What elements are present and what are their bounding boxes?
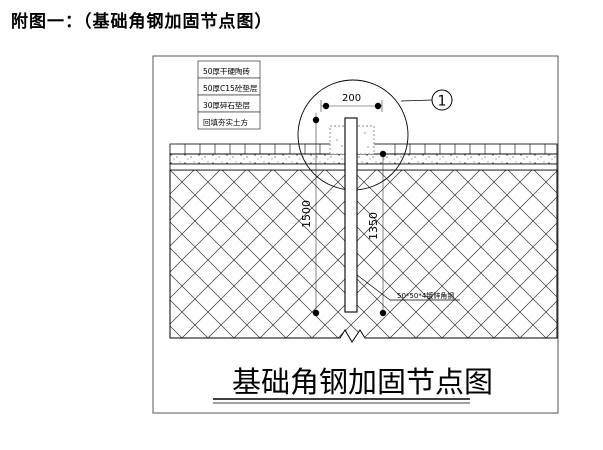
concrete-layer	[169, 153, 558, 165]
detail-box-dots	[336, 132, 369, 148]
layer-legend: 50厚干硬陶砖 50厚C15砼垫层 30厚碎石垫层 回填夯实土方	[197, 60, 261, 130]
angle-steel-bar	[344, 117, 358, 313]
callout-bubble	[431, 89, 453, 111]
gravel-layer	[169, 163, 558, 171]
soil-fill	[169, 169, 558, 343]
page-heading: 附图一：（基础角钢加固节点图）	[11, 12, 273, 32]
callout-number: 1	[438, 94, 447, 110]
layer-label-gravel: 30厚碎石垫层	[203, 100, 251, 110]
tile-joints	[184, 144, 546, 154]
drawing-frame	[152, 55, 559, 414]
dimension-left-label: 1500	[300, 200, 313, 228]
dimension-top	[320, 100, 383, 112]
layer-label-tile: 50厚干硬陶砖	[203, 66, 251, 76]
dimension-top-label: 200	[342, 93, 361, 104]
steel-leader	[356, 274, 460, 301]
dimension-right-label: 1350	[367, 212, 380, 240]
diagram-title: 基础角钢加固节点图	[232, 365, 493, 399]
layer-label-backfill: 回填夯实土方	[203, 117, 248, 127]
callout-leader	[400, 99, 433, 102]
steel-label: 50*50*4镀锌角钢	[397, 291, 454, 300]
dimension-dots	[312, 102, 387, 317]
layer-label-concrete: 50厚C15砼垫层	[203, 83, 258, 93]
